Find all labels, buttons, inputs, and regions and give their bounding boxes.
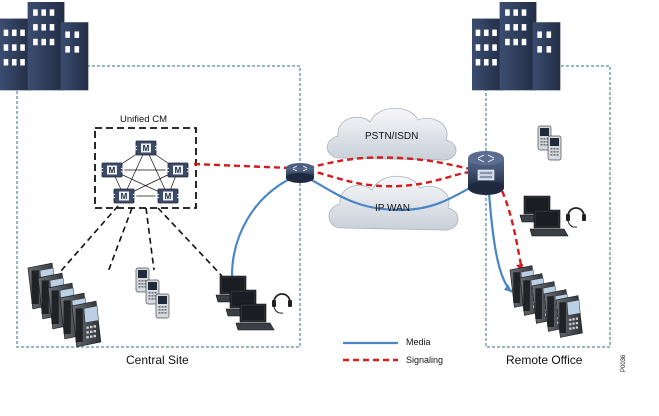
remote-router-icon xyxy=(468,151,504,195)
pstn-label: PSTN/ISDN xyxy=(365,131,419,142)
ip-phone-icon xyxy=(555,295,583,338)
ipwan-cloud xyxy=(328,175,459,231)
laptop-headset-icon xyxy=(235,303,275,331)
remote-wireless-phones xyxy=(537,125,562,161)
callmanager-server-icon xyxy=(133,140,159,156)
callmanager-server-icon xyxy=(165,162,191,178)
wireless-phone-icon xyxy=(547,135,562,161)
headset-icon xyxy=(565,207,587,229)
remote-office-label: Remote Office xyxy=(506,353,583,367)
legend-media-label: Media xyxy=(406,337,431,347)
remote-ip-phones xyxy=(509,265,583,338)
media-arrow xyxy=(504,284,512,292)
cluster-endpoint-signaling xyxy=(59,205,223,277)
callmanager-server-icon xyxy=(99,162,125,178)
remote-building-icon xyxy=(472,2,561,91)
callmanager-server-icon xyxy=(111,188,137,204)
central-router-icon xyxy=(286,163,314,183)
unified-cm-label: Unified CM xyxy=(120,114,167,125)
central-softphones xyxy=(215,275,293,331)
signaling-paths xyxy=(193,156,524,271)
central-building-icon xyxy=(0,2,89,91)
headset-icon xyxy=(271,293,293,315)
unified-cm-cluster-box xyxy=(94,127,197,209)
ip-phone-icon xyxy=(71,300,102,348)
laptop-headset-icon xyxy=(529,209,569,237)
central-wireless-phones xyxy=(135,267,170,319)
legend-signaling-label: Signaling xyxy=(406,355,444,365)
figure-code-label: P0036 xyxy=(621,354,627,372)
pstn-cloud xyxy=(326,107,457,161)
wireless-phone-icon xyxy=(155,293,170,319)
central-ip-phones xyxy=(27,262,102,348)
central-site-label: Central Site xyxy=(126,353,189,367)
remote-softphones xyxy=(519,195,587,237)
central-site-boundary xyxy=(16,65,301,348)
ipwan-label: IP WAN xyxy=(375,203,411,214)
callmanager-server-icon xyxy=(155,188,181,204)
